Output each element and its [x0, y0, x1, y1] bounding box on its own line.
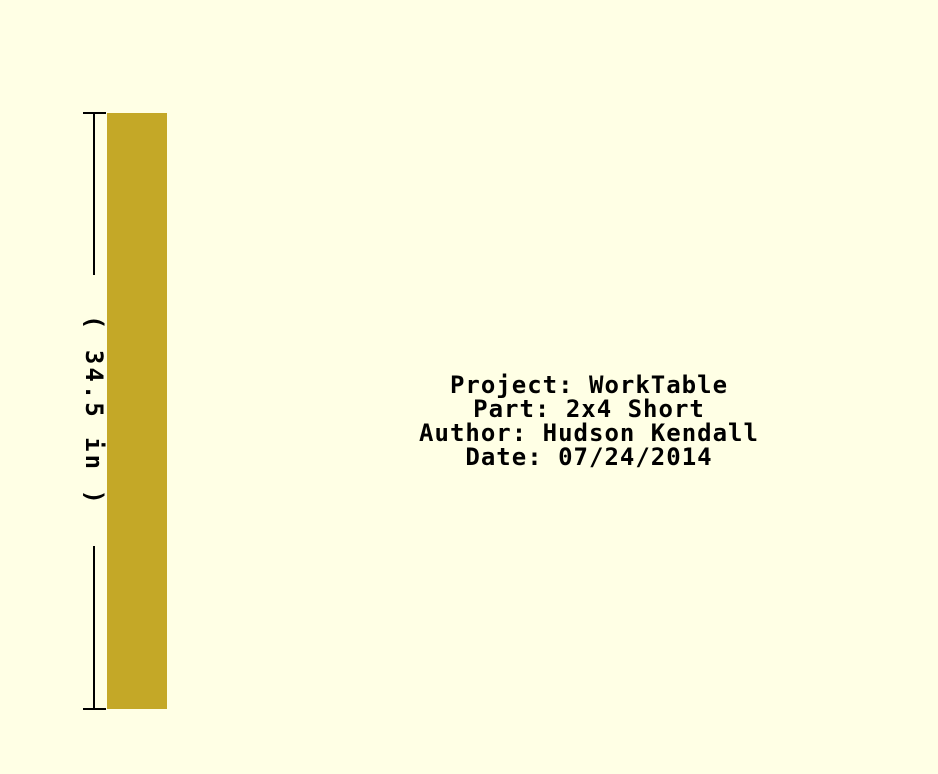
lumber-board-2x4	[107, 113, 167, 709]
date-line: Date: 07/24/2014	[465, 443, 713, 471]
author-line: Author: Hudson Kendall	[419, 419, 759, 447]
dimension-tick-bottom	[83, 708, 106, 710]
dimension-line-upper	[93, 113, 95, 275]
title-block: Project: WorkTable Part: 2x4 Short Autho…	[419, 373, 759, 469]
part-line: Part: 2x4 Short	[473, 395, 705, 423]
dimension-label: ( 34.5 in )	[80, 315, 108, 507]
project-line: Project: WorkTable	[449, 371, 729, 399]
dimension-line-lower	[93, 546, 95, 709]
